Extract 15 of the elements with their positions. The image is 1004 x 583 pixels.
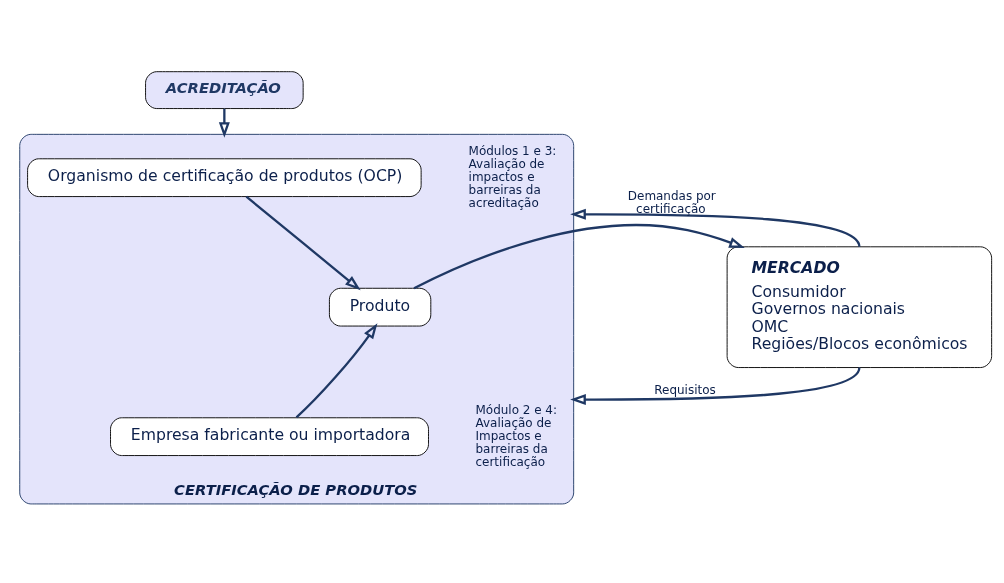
- edge-label: Requisitos: [654, 383, 716, 398]
- node-label: Módulo 2 e 4: Avaliação de Impactos e barreiras da certificação: [475, 402, 558, 469]
- arrow: [570, 208, 861, 248]
- arrow: [295, 323, 378, 419]
- arrow: [218, 108, 230, 138]
- node-box: Empresa fabricante ou importadora: [110, 417, 429, 456]
- arrow: [413, 223, 745, 290]
- node-box: Organismo de certificação de produtos (OCP): [27, 158, 422, 198]
- node-box: MERCADO Consumidor Governos nacionais OMC Regiões/Blocos econômicos: [726, 246, 993, 368]
- node-label: Módulos 1 e 3: Avaliação de impactos e barreiras da acreditação: [468, 144, 557, 210]
- arrow: [245, 195, 361, 291]
- node-box: Produto: [328, 287, 432, 327]
- arrow: [570, 367, 861, 406]
- node-box: ACREDITAÇÃO: [145, 71, 304, 109]
- edge-label: Demandas por certificação: [627, 189, 716, 216]
